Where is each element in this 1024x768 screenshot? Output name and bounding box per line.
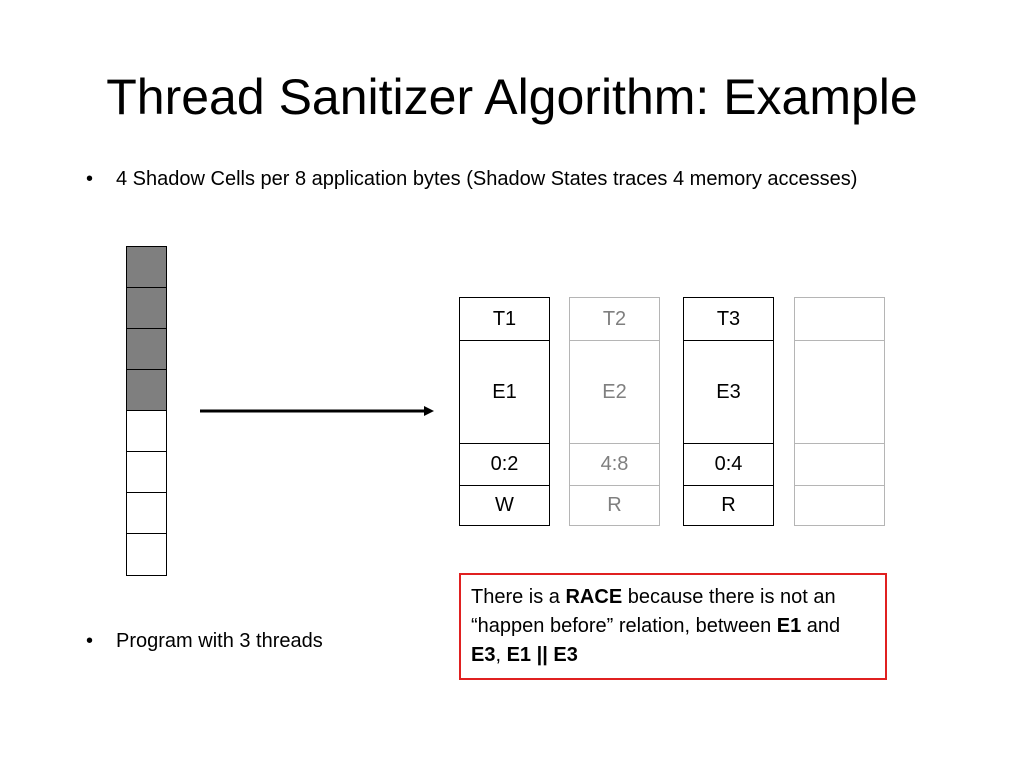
slide-title: Thread Sanitizer Algorithm: Example <box>106 69 918 125</box>
shadow-cell-epoch: E1 <box>460 341 549 444</box>
bullet-dot: • <box>86 630 94 652</box>
mapping-arrow <box>200 406 434 416</box>
bullet-program-threads: • Program with 3 threads <box>86 629 323 653</box>
note-text: because there is not an “happen before” … <box>471 586 836 637</box>
memory-byte <box>127 493 166 534</box>
shadow-cell-thread: T1 <box>460 298 549 341</box>
race-note: There is a RACE because there is not an … <box>459 573 887 680</box>
note-text: , <box>495 644 507 666</box>
shadow-cell-position: 0:4 <box>684 444 773 486</box>
note-bold: E1 || E3 <box>506 644 578 666</box>
note-bold: RACE <box>565 586 623 608</box>
shadow-cell-4 <box>794 297 885 526</box>
bullet-dot: • <box>86 168 94 190</box>
shadow-cell-3: T3 E3 0:4 R <box>683 297 774 526</box>
bullet-text: Program with 3 threads <box>116 630 323 652</box>
shadow-cell-2: T2 E2 4:8 R <box>569 297 660 526</box>
shadow-cell-operation <box>795 486 884 525</box>
shadow-cell-1: T1 E1 0:2 W <box>459 297 550 526</box>
shadow-cell-position: 0:2 <box>460 444 549 486</box>
memory-byte <box>127 288 166 329</box>
shadow-cell-position: 4:8 <box>570 444 659 486</box>
shadow-cell-position <box>795 444 884 486</box>
note-bold: E3 <box>471 644 496 666</box>
note-text: and <box>801 615 841 637</box>
shadow-cell-epoch: E2 <box>570 341 659 444</box>
memory-byte <box>127 247 166 288</box>
shadow-cell-thread: T3 <box>684 298 773 341</box>
bullet-text: 4 Shadow Cells per 8 application bytes (… <box>116 168 858 190</box>
shadow-cell-operation: W <box>495 494 514 516</box>
bullet-shadow-cells: • 4 Shadow Cells per 8 application bytes… <box>86 167 857 191</box>
memory-byte <box>127 329 166 370</box>
note-text: There is a <box>471 586 566 608</box>
memory-byte <box>127 370 166 411</box>
shadow-cell-thread: T2 <box>570 298 659 341</box>
shadow-cell-operation: R <box>607 494 622 516</box>
memory-byte <box>127 452 166 493</box>
application-memory-bytes <box>126 246 167 576</box>
shadow-cell-operation: R <box>721 494 736 516</box>
memory-byte <box>127 411 166 452</box>
shadow-cell-epoch: E3 <box>684 341 773 444</box>
shadow-cell-epoch <box>795 341 884 444</box>
memory-byte <box>127 534 166 575</box>
shadow-cell-thread <box>795 298 884 341</box>
note-bold: E1 <box>776 615 802 637</box>
